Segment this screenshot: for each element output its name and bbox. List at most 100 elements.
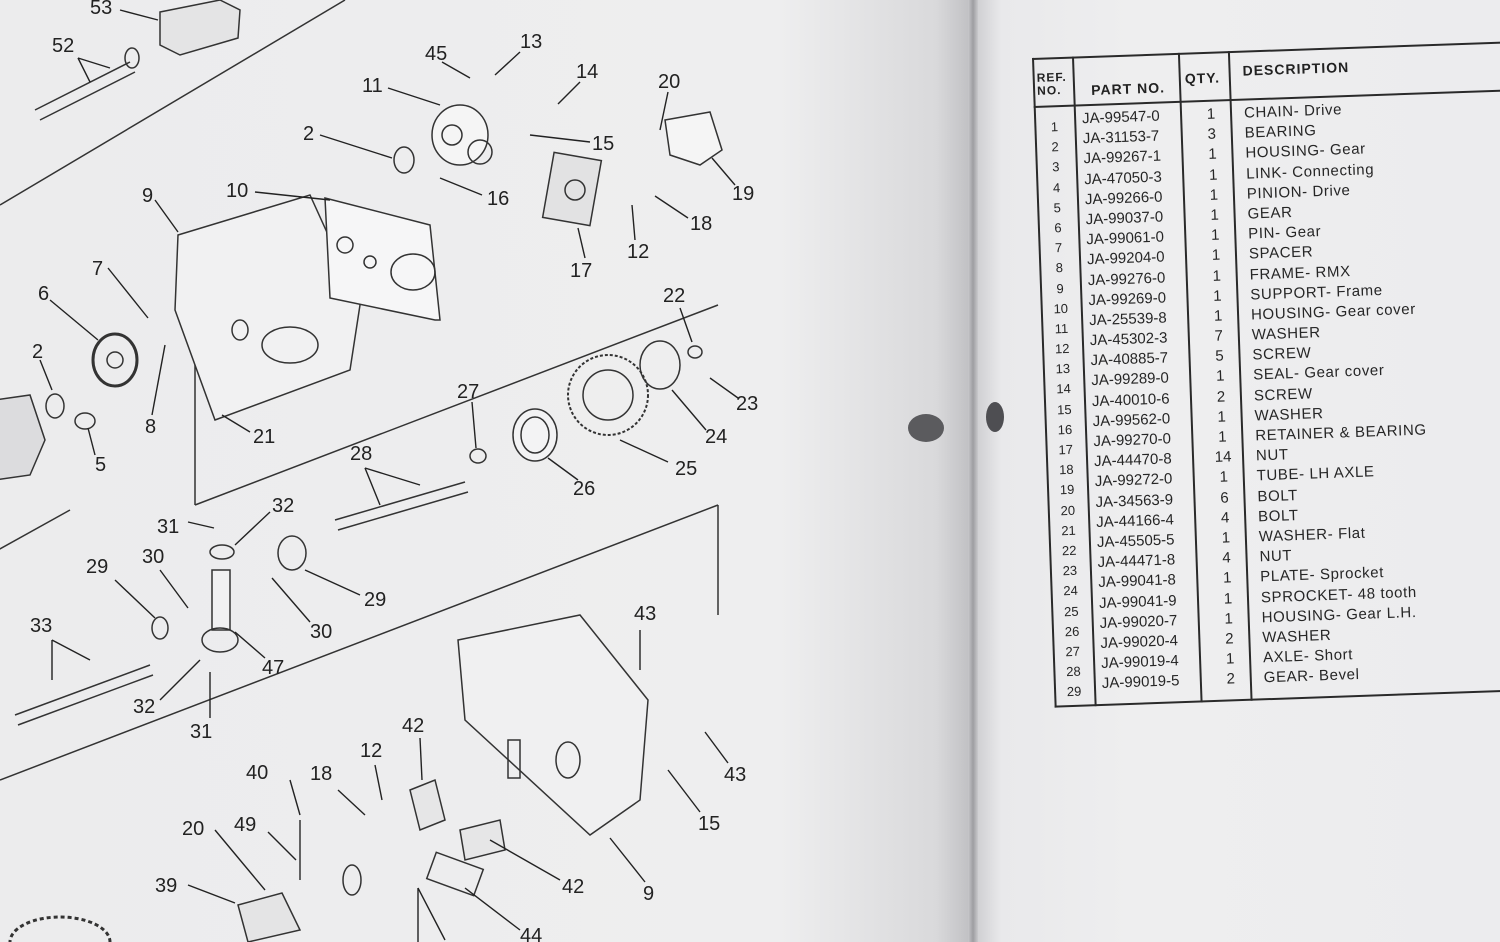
description-cell: WASHER bbox=[1254, 404, 1324, 425]
qty-cell: 5 bbox=[1215, 347, 1224, 366]
qty-cell: 1 bbox=[1210, 226, 1220, 244]
callout-33: 33 bbox=[30, 615, 52, 637]
callout-42-lower: 42 bbox=[562, 876, 584, 898]
callout-31-lower: 31 bbox=[190, 721, 212, 743]
callout-7: 7 bbox=[92, 258, 103, 280]
callout-9-lower: 9 bbox=[643, 883, 654, 905]
part-no-cell: JA-44166-4 bbox=[1095, 511, 1175, 531]
qty-cell: 1 bbox=[1217, 408, 1227, 426]
callout-5: 5 bbox=[95, 454, 106, 476]
qty-cell: 7 bbox=[1214, 327, 1224, 345]
callout-19: 19 bbox=[732, 183, 754, 205]
callout-42: 42 bbox=[402, 715, 424, 737]
description-cell: GEAR bbox=[1247, 203, 1293, 223]
callout-2: 2 bbox=[303, 123, 314, 145]
qty-cell: 1 bbox=[1222, 569, 1232, 587]
part-no-cell: JA-99267-1 bbox=[1083, 147, 1162, 168]
description-cell: NUT bbox=[1255, 446, 1289, 465]
callout-13: 13 bbox=[520, 31, 542, 53]
callout-6: 6 bbox=[38, 283, 49, 305]
callout-23: 23 bbox=[736, 393, 758, 415]
qty-cell: 2 bbox=[1216, 388, 1226, 406]
description-cell: SCREW bbox=[1252, 344, 1312, 364]
description-cell: GEAR- Bevel bbox=[1263, 666, 1360, 687]
book-spine bbox=[968, 0, 978, 942]
qty-cell: 1 bbox=[1206, 105, 1216, 123]
description-cell: SPACER bbox=[1248, 243, 1314, 263]
part-no-cell: JA-44471-8 bbox=[1097, 551, 1176, 572]
part-no-cell: JA-99041-9 bbox=[1098, 591, 1177, 612]
header-part-no: PART NO. bbox=[1090, 79, 1166, 98]
part-no-cell: JA-99204-0 bbox=[1086, 248, 1165, 269]
callout-20: 20 bbox=[658, 71, 680, 93]
header-description: DESCRIPTION bbox=[1242, 58, 1350, 79]
part-no-cell: JA-99547-0 bbox=[1081, 107, 1160, 128]
qty-cell: 1 bbox=[1213, 307, 1223, 325]
part-no-cell: JA-44470-8 bbox=[1093, 450, 1172, 471]
description-cell: AXLE- Short bbox=[1262, 646, 1354, 667]
callout-21: 21 bbox=[253, 426, 275, 448]
description-cell: LINK- Connecting bbox=[1245, 160, 1375, 183]
description-cell: BOLT bbox=[1257, 486, 1299, 505]
description-cell: SUPPORT- Frame bbox=[1250, 281, 1383, 304]
qty-cell: 4 bbox=[1222, 549, 1232, 567]
callout-18: 18 bbox=[690, 213, 712, 235]
description-cell: HOUSING- Gear bbox=[1245, 140, 1367, 162]
part-no-cell: JA-45505-5 bbox=[1096, 531, 1175, 551]
callout-49: 49 bbox=[234, 814, 256, 836]
part-no-cell: JA-99276-0 bbox=[1087, 268, 1166, 289]
description-cell: NUT bbox=[1259, 547, 1293, 566]
part-no-cell: JA-99269-0 bbox=[1088, 289, 1167, 309]
part-no-cell: JA-99019-5 bbox=[1101, 672, 1180, 693]
right-page-parts-list bbox=[975, 0, 1500, 942]
description-cell: SEAL- Gear cover bbox=[1252, 362, 1385, 384]
qty-cell: 2 bbox=[1226, 670, 1236, 688]
callout-32-lower: 32 bbox=[133, 696, 155, 718]
callout-18-lower: 18 bbox=[310, 763, 332, 785]
callout-28: 28 bbox=[350, 443, 372, 465]
description-cell: WASHER- Flat bbox=[1258, 524, 1366, 546]
qty-cell: 6 bbox=[1219, 488, 1229, 507]
part-no-cell: JA-99020-7 bbox=[1099, 611, 1178, 632]
callout-2-lower: 2 bbox=[32, 341, 43, 363]
qty-cell: 1 bbox=[1212, 287, 1222, 305]
part-no-cell: JA-31153-7 bbox=[1082, 127, 1160, 148]
header-qty: QTY. bbox=[1184, 69, 1221, 87]
qty-cell: 1 bbox=[1209, 186, 1219, 204]
callout-26: 26 bbox=[573, 478, 595, 500]
description-cell: FRAME- RMX bbox=[1249, 262, 1351, 284]
parts-table-rows: 1 JA-99547-0 1 CHAIN- Drive 2 JA-31153-7… bbox=[1034, 96, 1500, 700]
callout-29-right: 29 bbox=[364, 589, 386, 611]
qty-cell: 1 bbox=[1215, 367, 1225, 386]
callout-44: 44 bbox=[520, 925, 542, 942]
part-no-cell: JA-99061-0 bbox=[1086, 228, 1165, 249]
callout-11: 11 bbox=[362, 75, 383, 97]
callout-9: 9 bbox=[142, 185, 153, 207]
part-no-cell: JA-99289-0 bbox=[1091, 369, 1170, 390]
callout-16: 16 bbox=[487, 188, 509, 210]
parts-table: REF. NO. PART NO. QTY. DESCRIPTION 1 JA-… bbox=[1032, 41, 1500, 708]
description-cell: PIN- Gear bbox=[1247, 223, 1322, 243]
part-no-cell: JA-99266-0 bbox=[1084, 188, 1163, 208]
part-no-cell: JA-99270-0 bbox=[1093, 430, 1172, 451]
ref-no-cell: 29 bbox=[1066, 683, 1082, 700]
callout-29: 29 bbox=[86, 556, 108, 578]
callout-32: 32 bbox=[272, 495, 294, 517]
callout-15: 15 bbox=[592, 133, 614, 155]
callout-27: 27 bbox=[457, 381, 479, 403]
qty-cell: 1 bbox=[1221, 529, 1231, 547]
callout-8: 8 bbox=[145, 416, 156, 438]
description-cell: SCREW bbox=[1253, 385, 1314, 405]
description-cell: PLATE- Sprocket bbox=[1259, 564, 1385, 586]
description-cell: WASHER bbox=[1251, 324, 1321, 344]
exploded-diagram: 53 52 45 13 14 20 11 2 15 16 19 9 10 17 … bbox=[0, 0, 758, 942]
callout-53: 53 bbox=[90, 0, 112, 19]
qty-cell: 1 bbox=[1212, 267, 1222, 285]
callout-17: 17 bbox=[570, 260, 592, 282]
callout-20-lower: 20 bbox=[182, 818, 204, 840]
qty-cell: 1 bbox=[1224, 610, 1234, 628]
callout-39: 39 bbox=[155, 875, 177, 897]
qty-cell: 3 bbox=[1207, 125, 1217, 144]
callout-45: 45 bbox=[425, 43, 447, 65]
part-no-cell: JA-45302-3 bbox=[1089, 329, 1168, 350]
